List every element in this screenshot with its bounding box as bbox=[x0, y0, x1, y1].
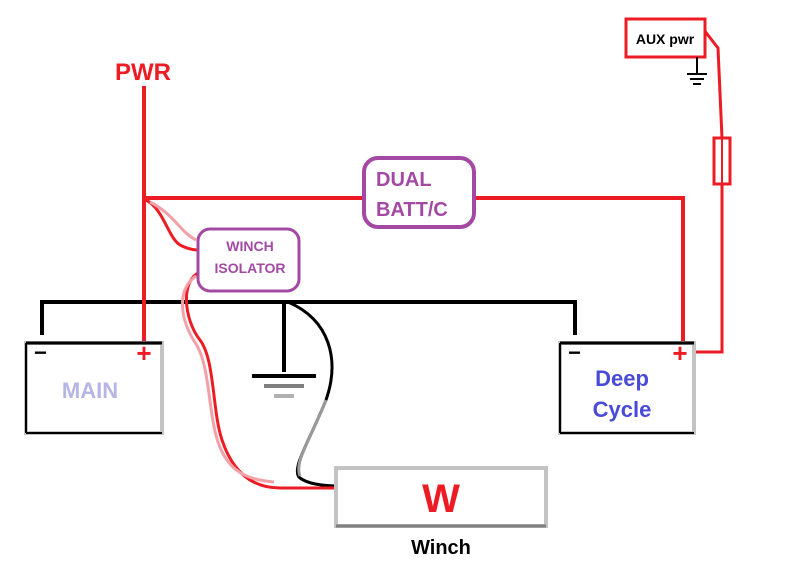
aux-pwr-box bbox=[624, 17, 707, 59]
isolator-feed-wire bbox=[145, 198, 201, 252]
dual-batt-label-line2: BATT/C bbox=[376, 199, 448, 221]
pwr-wire bbox=[142, 29, 724, 354]
deep-battery-label-line1: Deep bbox=[595, 366, 649, 391]
main-battery-label: MAIN bbox=[62, 378, 118, 403]
deep-cycle-battery bbox=[558, 341, 696, 435]
winch-symbol-icon: W bbox=[422, 477, 460, 521]
winch-isolator-box bbox=[196, 227, 301, 293]
deep-battery-label-line2: Cycle bbox=[593, 397, 652, 422]
winch-label: Winch bbox=[411, 537, 471, 559]
main-battery bbox=[24, 341, 164, 435]
ground-symbol-main bbox=[252, 374, 316, 398]
main-battery-minus: − bbox=[34, 340, 47, 365]
ground-symbol-aux bbox=[687, 57, 707, 85]
ground-bus bbox=[40, 300, 577, 372]
deep-battery-plus: + bbox=[672, 338, 687, 368]
winch-isolator-label-line1: WINCH bbox=[226, 238, 273, 254]
dual-batt-switch-box bbox=[362, 156, 476, 229]
winch-box bbox=[334, 466, 548, 528]
winch-positive-cable bbox=[185, 270, 338, 490]
aux-pwr-label: AUX pwr bbox=[636, 31, 695, 47]
winch-negative-cable bbox=[287, 300, 341, 488]
pwr-label: PWR bbox=[115, 59, 171, 86]
main-battery-plus: + bbox=[136, 338, 151, 368]
dual-batt-label-line1: DUAL bbox=[376, 169, 432, 191]
deep-battery-minus: − bbox=[568, 340, 581, 365]
winch-isolator-label-line2: ISOLATOR bbox=[214, 260, 285, 276]
